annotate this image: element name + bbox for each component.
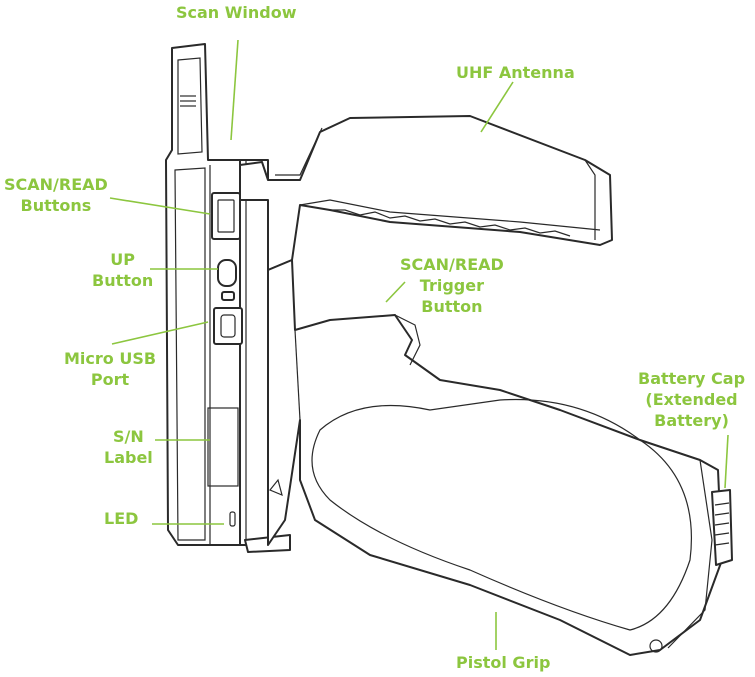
scan-read-button-shape: [211, 192, 241, 240]
sn-label-shape: [207, 407, 239, 487]
label-pistol-grip: Pistol Grip: [456, 652, 550, 673]
uhf-antenna-body: [239, 115, 613, 271]
label-line: SCAN/READ: [4, 175, 108, 194]
label-line: (Extended: [645, 390, 738, 409]
leader-battery-cap: [724, 434, 729, 489]
label-line: UP: [110, 250, 135, 269]
label-line: SCAN/READ: [400, 255, 504, 274]
label-line: Trigger: [419, 276, 484, 295]
label-line: Battery): [654, 411, 729, 430]
mobile-computer: [165, 43, 241, 546]
label-line: Label: [104, 448, 153, 467]
label-led: LED: [104, 508, 138, 529]
label-line: Buttons: [20, 196, 92, 215]
label-line: LED: [104, 509, 139, 528]
label-line: Battery Cap: [638, 369, 746, 388]
leader-uhf-antenna: [480, 81, 514, 133]
label-sn-label: S/N Label: [104, 426, 153, 468]
label-line: S/N: [113, 427, 144, 446]
side-controls: [207, 192, 243, 527]
label-uhf-antenna: UHF Antenna: [456, 62, 575, 83]
label-line: Port: [90, 370, 130, 389]
pistol-grip-body: [267, 259, 723, 656]
leader-trigger: [385, 281, 406, 303]
small-port-shape: [221, 291, 235, 301]
leader-scan-window: [230, 39, 239, 141]
scan-read-button-inner: [217, 199, 235, 233]
label-up-button: UP Button: [92, 249, 153, 291]
battery-cap-body: [649, 489, 733, 653]
label-line: Micro USB: [64, 349, 157, 368]
leader-lines: [109, 39, 729, 650]
leader-scan-read-buttons: [109, 197, 211, 215]
label-line: Scan Window: [176, 3, 297, 22]
micro-usb-port-inner: [220, 314, 236, 338]
label-line: Button: [92, 271, 154, 290]
label-scan-window: Scan Window: [176, 2, 297, 23]
up-button-shape: [217, 259, 237, 287]
label-line: Pistol Grip: [456, 653, 551, 672]
label-micro-usb-port: Micro USB Port: [64, 348, 156, 390]
label-scan-read-buttons: SCAN/READ Buttons: [4, 174, 108, 216]
leader-micro-usb: [111, 321, 209, 345]
label-line: Button: [421, 297, 483, 316]
led-shape: [229, 511, 236, 527]
label-line: UHF Antenna: [456, 63, 575, 82]
micro-usb-port-shape: [213, 307, 243, 345]
